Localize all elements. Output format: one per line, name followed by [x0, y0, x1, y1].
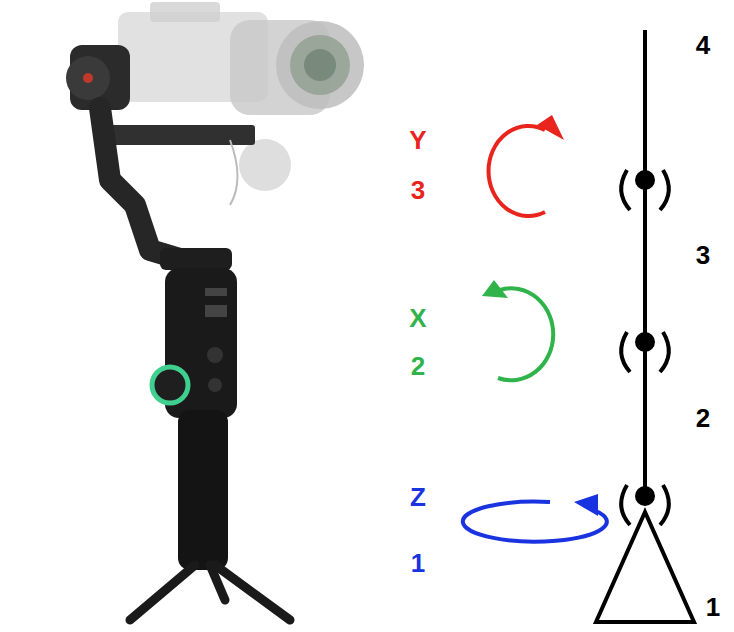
- arrowhead: [537, 115, 564, 140]
- link-number: 3: [696, 242, 710, 268]
- link-number: 4: [696, 32, 710, 58]
- link-number: 1: [706, 594, 720, 620]
- joint-number: 2: [411, 353, 425, 379]
- link-number: 2: [696, 405, 710, 431]
- arrowhead: [482, 280, 508, 298]
- gimbal-illustration: [66, 2, 364, 620]
- joint-number: 1: [411, 550, 425, 576]
- axis-name: X: [409, 305, 426, 331]
- joint-number: 3: [411, 177, 425, 203]
- rotation-arrow: [463, 126, 607, 542]
- kinematic-chain: [596, 30, 694, 622]
- axis-name: Y: [409, 127, 426, 153]
- joint-dot: [635, 170, 655, 506]
- axis-name: Z: [410, 484, 426, 510]
- arrowhead: [574, 494, 598, 516]
